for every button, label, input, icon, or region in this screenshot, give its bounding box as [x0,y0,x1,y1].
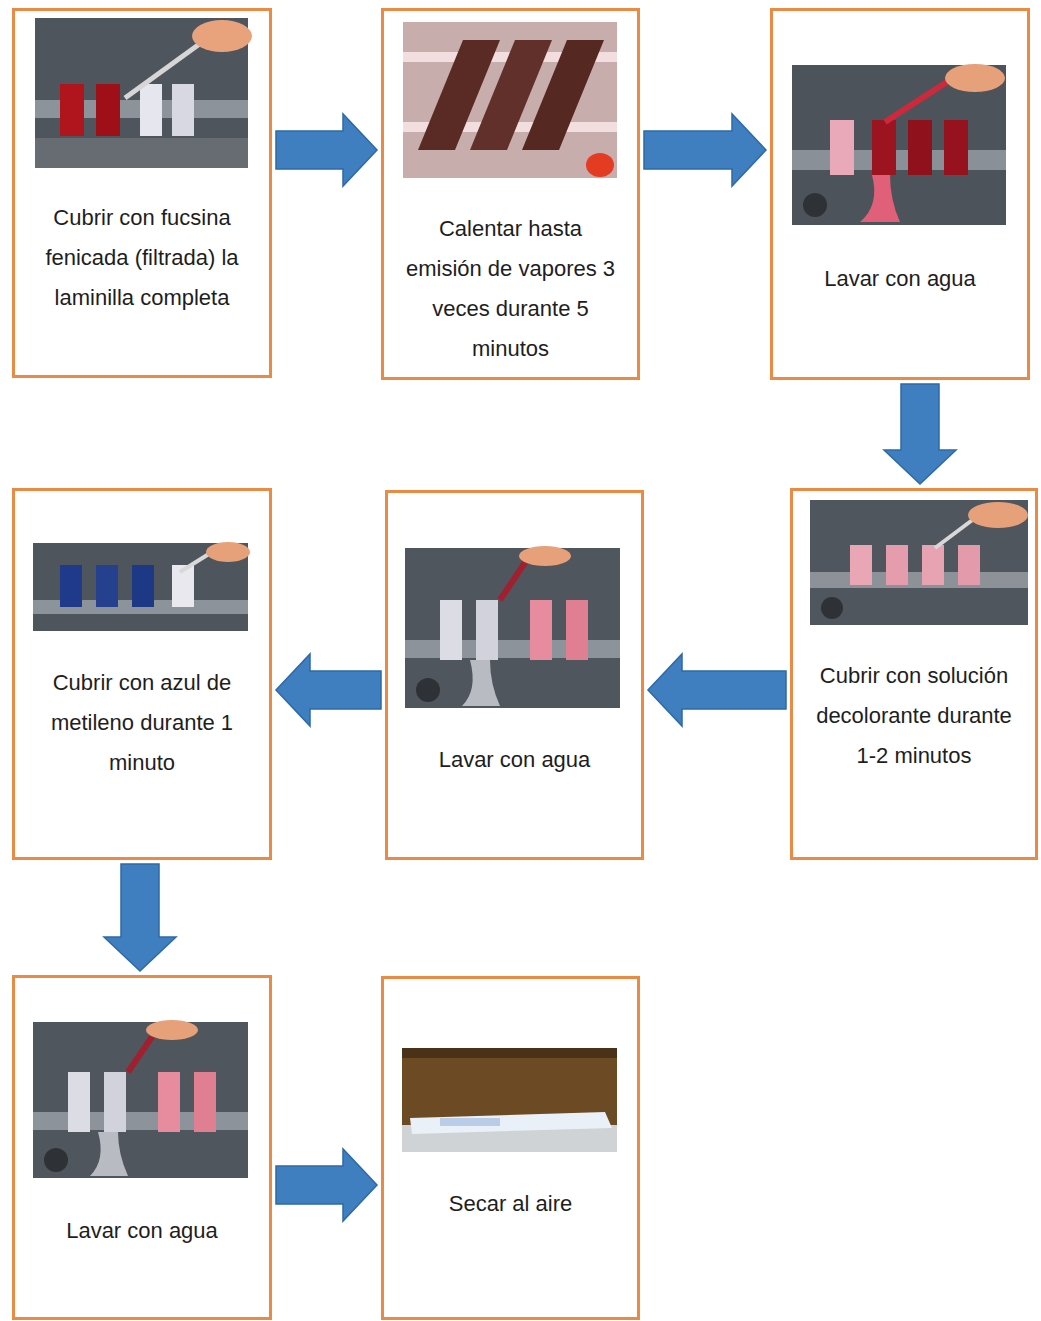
counterstain-photo [33,542,250,631]
decolorizing-photo [810,500,1028,625]
counterstain-photo-part [60,565,82,607]
washing-photo-part [462,660,500,706]
step-text: Lavar con agua [33,1211,251,1251]
flow-arrow [884,384,956,484]
washing-photo-part [44,1148,68,1172]
heating-photo-part [522,40,604,150]
flow-arrow [648,654,786,726]
washing-photo-part [416,678,440,702]
washing-photo-part [860,175,900,222]
washing-photo-part [476,600,498,660]
washing-photo-part [440,600,462,660]
flow-arrow [276,114,377,186]
washing-photo-part [146,1020,198,1040]
heating-photo-part [586,153,614,177]
heating-photo [403,22,617,178]
staining-photo-part [172,84,194,136]
drying-photo-part [440,1118,500,1126]
washing-photo-part [792,65,1006,225]
drying-photo-part [402,1048,617,1152]
staining-photo-part [140,84,162,136]
process-box: Lavar con agua [770,8,1030,380]
counterstain-photo-part [96,565,118,607]
process-box: Lavar con agua [12,975,272,1320]
washing-photo-part [908,120,932,175]
drying-photo [402,1048,617,1152]
decolorizing-photo-part [850,545,872,585]
step-text: Lavar con agua [406,740,623,780]
flow-arrow [644,114,766,186]
washing-photo [405,546,620,708]
process-box: Cubrir con azul de metileno durante 1 mi… [12,488,272,860]
washing-photo-part [519,546,571,566]
flow-arrow [104,864,176,971]
flow-arrow [276,654,381,726]
process-box: Cubrir con fucsina fenicada (filtrada) l… [12,8,272,378]
washing-photo-part [158,1072,180,1132]
drying-photo-part [402,1048,617,1058]
staining-photo-part [125,40,205,98]
washing-photo [792,64,1006,225]
process-box: Lavar con agua [385,490,644,860]
flow-arrow [276,1149,377,1221]
counterstain-photo-part [132,565,154,607]
washing-photo-part [104,1072,126,1132]
staining-photo [35,18,252,168]
counterstain-photo-part [206,542,250,562]
washing-photo-part [885,80,950,122]
washing-photo [33,1020,248,1178]
step-text: Cubrir con fucsina fenicada (filtrada) l… [33,198,251,318]
process-box: Calentar hasta emisión de vapores 3 vece… [381,8,640,380]
decolorizing-photo-part [935,518,975,548]
heating-photo-part [403,22,617,178]
decolorizing-photo-part [810,572,1028,588]
step-text: Secar al aire [402,1184,619,1224]
washing-photo-part [803,193,827,217]
washing-photo-part [405,548,620,708]
staining-photo-part [192,20,252,52]
step-text: Cubrir con azul de metileno durante 1 mi… [33,663,251,783]
decolorizing-photo-part [821,597,843,619]
washing-photo-part [872,120,896,175]
step-text: Lavar con agua [791,259,1009,299]
washing-photo-part [830,120,854,175]
drying-photo-part [410,1112,612,1134]
washing-photo-part [530,600,552,660]
decolorizing-photo-part [886,545,908,585]
staining-photo-part [60,84,84,136]
washing-photo-part [792,150,1006,170]
step-text: Calentar hasta emisión de vapores 3 vece… [402,209,619,369]
decolorizing-photo-part [958,545,980,585]
staining-photo-part [96,84,120,136]
washing-photo-part [945,64,1005,92]
process-box: Cubrir con solución decolorante durante … [790,488,1038,860]
washing-photo-part [566,600,588,660]
washing-photo-part [194,1072,216,1132]
washing-photo-part [944,120,968,175]
washing-photo-part [33,1022,248,1178]
washing-photo-part [68,1072,90,1132]
step-text: Cubrir con solución decolorante durante … [811,656,1017,776]
decolorizing-photo-part [968,502,1028,528]
process-box: Secar al aire [381,976,640,1320]
decolorizing-photo-part [810,500,1028,625]
staining-photo-part [35,138,248,168]
washing-photo-part [90,1132,128,1176]
decolorizing-photo-part [922,545,944,585]
